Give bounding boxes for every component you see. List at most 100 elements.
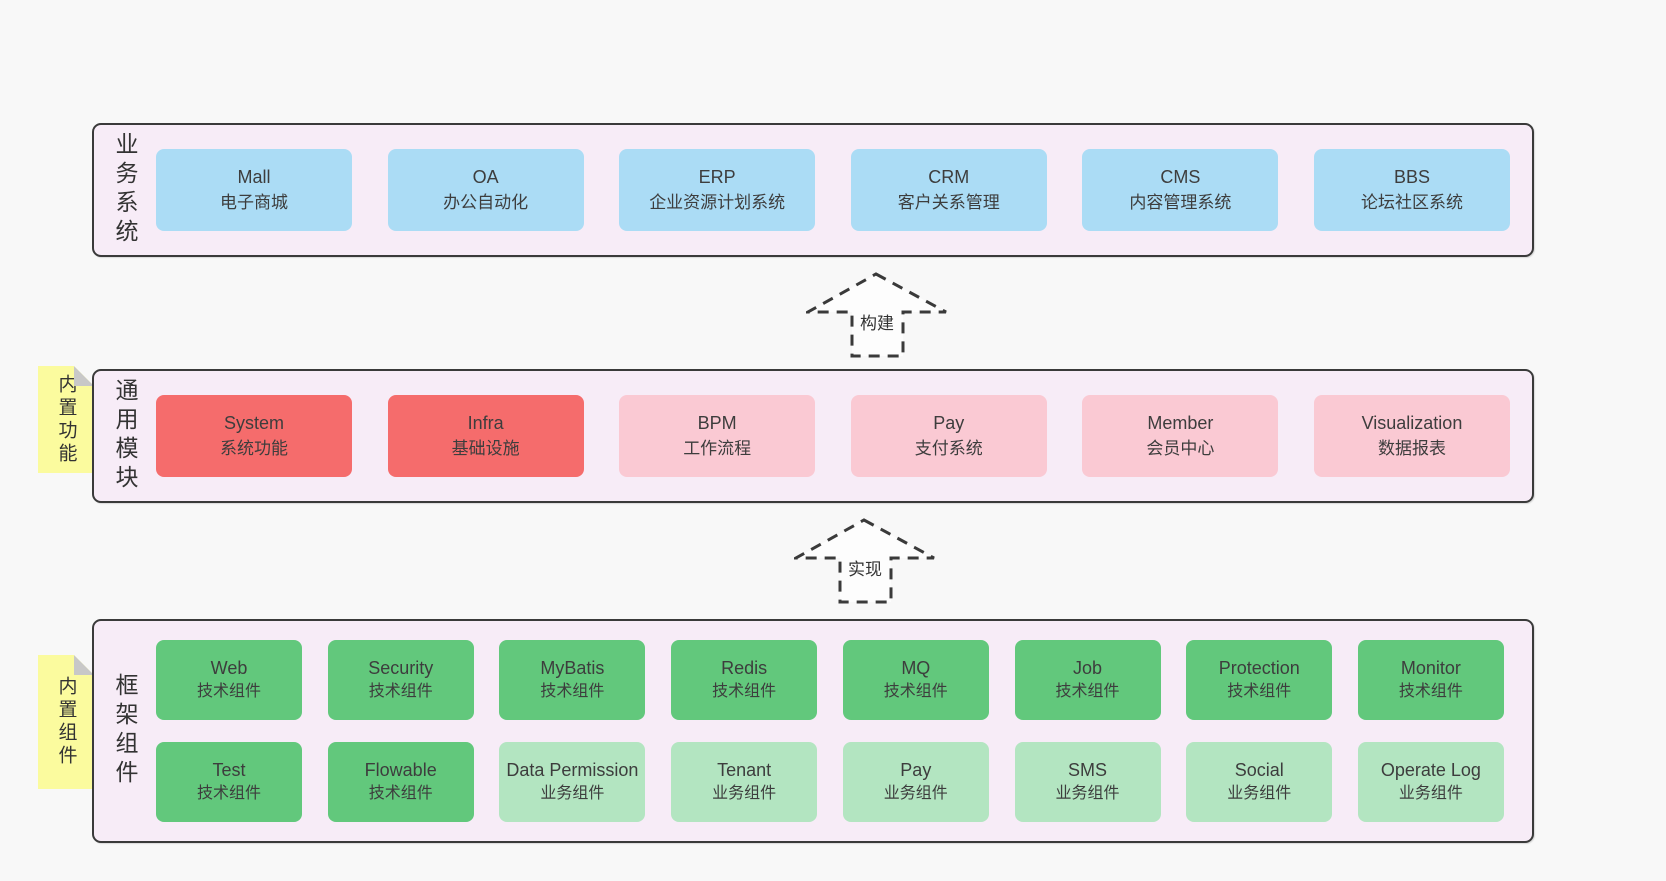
box-title: Mall — [237, 167, 271, 187]
layer-title-framework-components: 框架组件 — [94, 621, 156, 841]
box-title: BBS — [1393, 167, 1430, 187]
box-bpm: BPM 工作流程 — [619, 395, 816, 477]
box-sms: SMS 业务组件 — [1014, 742, 1161, 822]
box-cms: CMS 内容管理系统 — [1082, 149, 1279, 231]
note-text: 内置功能 — [55, 373, 77, 466]
box-subtitle: 企业资源计划系统 — [649, 193, 786, 212]
box-test: Test 技术组件 — [156, 742, 302, 822]
box-pay-system: Pay 支付系统 — [850, 395, 1047, 477]
note-fold-icon — [74, 655, 94, 675]
box-subtitle: 业务组件 — [712, 785, 777, 802]
box-title: Operate Log — [1380, 760, 1481, 780]
box-job: Job 技术组件 — [1014, 640, 1161, 720]
box-web: Web 技术组件 — [156, 640, 302, 720]
box-monitor: Monitor 技术组件 — [1357, 640, 1504, 720]
box-subtitle: 技术组件 — [1398, 683, 1463, 700]
box-subtitle: 技术组件 — [1227, 683, 1292, 700]
box-title: Member — [1147, 413, 1214, 433]
box-mybatis: MyBatis 技术组件 — [499, 640, 646, 720]
box-title: MyBatis — [540, 658, 605, 678]
note-built-in-components: 内置组件 — [38, 655, 94, 789]
box-operate-log: Operate Log 业务组件 — [1357, 742, 1504, 822]
box-title: Tenant — [717, 760, 772, 780]
box-visualization: Visualization 数据报表 — [1313, 395, 1510, 477]
box-subtitle: 技术组件 — [712, 683, 777, 700]
layer-business-systems: 业务系统 Mall 电子商城 OA 办公自动化 ERP 企业资源计划系统 CRM… — [92, 123, 1534, 257]
box-title: Protection — [1218, 658, 1300, 678]
box-title: Social — [1234, 760, 1284, 780]
common-modules-boxes: System 系统功能 Infra 基础设施 BPM 工作流程 Pay 支付系统… — [156, 371, 1532, 501]
box-title: OA — [472, 167, 499, 187]
box-redis: Redis 技术组件 — [671, 640, 818, 720]
box-subtitle: 办公自动化 — [443, 193, 529, 212]
box-oa: OA 办公自动化 — [387, 149, 584, 231]
framework-components-row-2: Test 技术组件 Flowable 技术组件 Data Permission … — [156, 742, 1504, 822]
box-title: Flowable — [364, 760, 437, 780]
box-title: Test — [212, 760, 246, 780]
box-title: BPM — [697, 413, 737, 433]
box-pay-component: Pay 业务组件 — [842, 742, 989, 822]
box-erp: ERP 企业资源计划系统 — [619, 149, 816, 231]
box-subtitle: 技术组件 — [196, 683, 261, 700]
box-title: CMS — [1160, 167, 1201, 187]
box-title: CRM — [928, 167, 970, 187]
layer-title-text: 框架组件 — [112, 673, 138, 789]
box-infra: Infra 基础设施 — [387, 395, 584, 477]
box-subtitle: 内容管理系统 — [1129, 193, 1232, 212]
box-title: Monitor — [1400, 658, 1461, 678]
arrow-implement: 实现 — [794, 518, 936, 604]
layer-framework-components: 框架组件 Web 技术组件 Security 技术组件 MyBatis 技术组件… — [92, 619, 1534, 843]
box-title: Infra — [467, 413, 504, 433]
layer-common-modules: 通用模块 System 系统功能 Infra 基础设施 BPM 工作流程 Pay… — [92, 369, 1534, 503]
note-text: 内置组件 — [55, 676, 77, 768]
box-title: Pay — [900, 760, 932, 780]
box-title: Visualization — [1361, 413, 1463, 433]
box-crm: CRM 客户关系管理 — [850, 149, 1047, 231]
layer-title-text: 业务系统 — [112, 132, 138, 248]
box-subtitle: 基础设施 — [451, 439, 520, 458]
box-subtitle: 会员中心 — [1146, 439, 1215, 458]
box-subtitle: 数据报表 — [1377, 439, 1446, 458]
box-security: Security 技术组件 — [327, 640, 474, 720]
box-subtitle: 工作流程 — [683, 439, 752, 458]
box-subtitle: 电子商城 — [220, 193, 288, 212]
box-subtitle: 客户关系管理 — [897, 193, 1000, 212]
box-title: Redis — [721, 658, 768, 678]
box-social: Social 业务组件 — [1186, 742, 1333, 822]
box-tenant: Tenant 业务组件 — [671, 742, 818, 822]
framework-components-row-1: Web 技术组件 Security 技术组件 MyBatis 技术组件 Redi… — [156, 640, 1504, 720]
arrow-implement-label: 实现 — [845, 555, 885, 580]
box-title: Data Permission — [506, 760, 639, 780]
note-built-in-features: 内置功能 — [38, 366, 94, 473]
box-title: System — [223, 413, 284, 433]
box-title: ERP — [698, 167, 736, 187]
box-title: Pay — [933, 413, 965, 433]
arrow-build: 构建 — [806, 272, 948, 358]
box-data-permission: Data Permission 业务组件 — [499, 742, 646, 822]
layer-title-text: 通用模块 — [112, 378, 138, 494]
box-subtitle: 业务组件 — [540, 785, 605, 802]
box-subtitle: 业务组件 — [883, 785, 948, 802]
box-subtitle: 系统功能 — [220, 439, 288, 458]
framework-components-boxes: Web 技术组件 Security 技术组件 MyBatis 技术组件 Redi… — [156, 621, 1532, 841]
box-system: System 系统功能 — [156, 395, 352, 477]
box-subtitle: 论坛社区系统 — [1360, 193, 1463, 212]
box-subtitle: 技术组件 — [883, 683, 948, 700]
box-member: Member 会员中心 — [1082, 395, 1279, 477]
box-subtitle: 业务组件 — [1227, 785, 1292, 802]
box-mall: Mall 电子商城 — [156, 149, 352, 231]
box-protection: Protection 技术组件 — [1186, 640, 1333, 720]
box-title: Security — [368, 658, 434, 678]
box-title: MQ — [901, 658, 931, 678]
box-subtitle: 技术组件 — [368, 683, 433, 700]
arrow-build-label: 构建 — [857, 309, 897, 334]
box-subtitle: 技术组件 — [196, 785, 261, 802]
box-subtitle: 技术组件 — [1055, 683, 1120, 700]
box-mq: MQ 技术组件 — [842, 640, 989, 720]
box-title: SMS — [1068, 760, 1108, 780]
box-subtitle: 技术组件 — [540, 683, 605, 700]
layer-title-common-modules: 通用模块 — [94, 371, 156, 501]
box-subtitle: 业务组件 — [1398, 785, 1463, 802]
box-title: Job — [1073, 658, 1103, 678]
note-fold-icon — [74, 366, 94, 386]
